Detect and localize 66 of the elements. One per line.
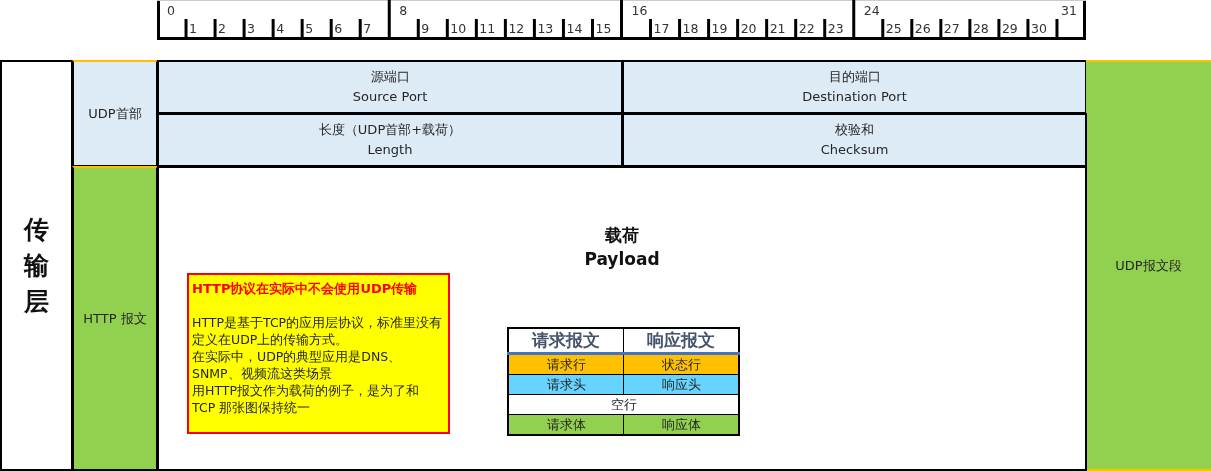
- bit-number: 10: [450, 22, 467, 36]
- group-label: HTTP 报文: [83, 309, 147, 328]
- bit-number: 0: [167, 4, 175, 18]
- field-name: 目的端口: [828, 68, 881, 86]
- note-text: 在实际中，UDP的典型应用是DNS、SNMP、视频流这类场景: [192, 348, 403, 382]
- bit-number: 4: [276, 22, 285, 36]
- bit-number: 30: [1030, 22, 1047, 36]
- layer-label: 传输层: [22, 213, 50, 318]
- header-field: [157, 60, 623, 114]
- note-box: [187, 273, 450, 434]
- bit-number: 23: [827, 22, 844, 36]
- note-text: HTTP是基于TCP的应用层协议，标准里没有定义在UDP上的传输方式。: [192, 314, 444, 348]
- header-field: [622, 113, 1087, 167]
- table-cell: 空行: [508, 394, 739, 415]
- bit-number: 12: [508, 22, 525, 36]
- header-field: [157, 113, 623, 167]
- payload-title: 载荷: [605, 224, 639, 247]
- bit-number: 7: [363, 22, 372, 36]
- bit-number: 18: [682, 22, 699, 36]
- layer-column: [0, 60, 73, 471]
- bit-number: 29: [1001, 22, 1018, 36]
- bit-number: 20: [740, 22, 757, 36]
- segment-column: [1086, 60, 1211, 471]
- column-header: 响应报文: [623, 328, 739, 354]
- bit-number: 26: [914, 22, 931, 36]
- header-field: [622, 60, 1087, 114]
- bit-number: 24: [863, 4, 880, 18]
- group-label: UDP首部: [88, 104, 142, 123]
- note-text: 用HTTP报文作为载荷的例子，是为了和 TCP 那张图保持统一: [192, 382, 420, 416]
- bit-number: 17: [653, 22, 670, 36]
- bit-number: 19: [711, 22, 728, 36]
- payload-area: [157, 166, 1087, 471]
- table-cell: 请求行: [508, 353, 624, 375]
- bit-number: 21: [769, 22, 786, 36]
- field-name-english: Checksum: [820, 141, 889, 159]
- payload-subtitle: Payload: [584, 248, 660, 271]
- bit-number: 3: [247, 22, 256, 36]
- message-group-cell: [72, 166, 158, 471]
- bit-number: 5: [305, 22, 314, 36]
- header-group-cell: [72, 60, 158, 167]
- field-name-english: Source Port: [352, 88, 428, 106]
- bit-number: 9: [421, 22, 430, 36]
- table-cell: 请求体: [508, 414, 624, 435]
- bit-number: 2: [218, 22, 226, 36]
- bit-number: 16: [631, 4, 648, 18]
- bit-number: 11: [479, 22, 496, 36]
- bit-number: 31: [1061, 4, 1077, 18]
- field-name: 长度（UDP首部+载荷）: [318, 121, 462, 139]
- field-name-english: Length: [367, 141, 413, 159]
- bit-number: 27: [943, 22, 960, 36]
- field-name: 源端口: [370, 68, 410, 86]
- field-name-english: Destination Port: [802, 88, 907, 106]
- segment-label: UDP报文段: [1115, 256, 1182, 275]
- bit-number: 1: [189, 22, 197, 36]
- bit-number: 28: [972, 22, 989, 36]
- column-header: 请求报文: [508, 328, 624, 354]
- bit-number: 15: [595, 22, 612, 36]
- bit-number: 22: [798, 22, 815, 36]
- bit-number: 25: [885, 22, 902, 36]
- field-name: 校验和: [835, 121, 874, 139]
- bit-number: 14: [566, 22, 583, 36]
- bit-number: 6: [334, 22, 343, 36]
- note-heading: HTTP协议在实际中不会使用UDP传输: [192, 280, 419, 297]
- table-cell: 请求头: [508, 374, 624, 395]
- bit-number: 13: [537, 22, 554, 36]
- bit-number: 8: [399, 4, 408, 18]
